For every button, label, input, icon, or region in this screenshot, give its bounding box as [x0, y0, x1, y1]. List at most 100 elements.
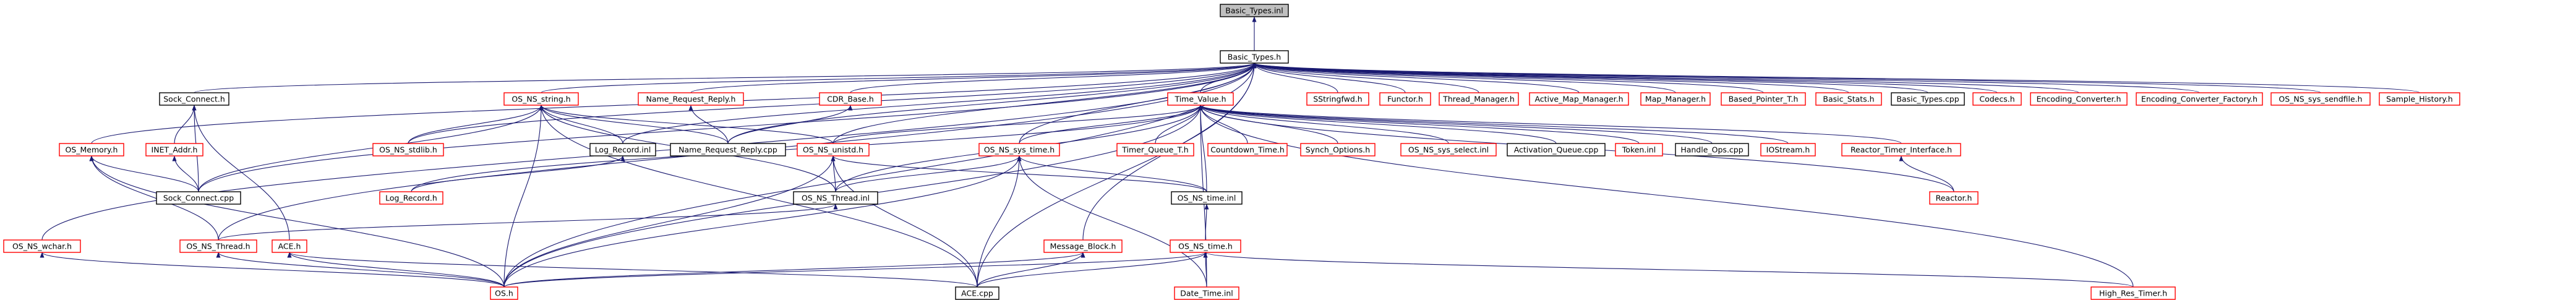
node-os_ns_wchar_h[interactable]: OS_NS_wchar.h	[3, 239, 81, 253]
node-based_pointer_t_h[interactable]: Based_Pointer_T.h	[1721, 92, 1806, 106]
node-box	[638, 92, 744, 106]
node-token_inl[interactable]: Token.inl	[1615, 143, 1663, 156]
node-name_request_reply_cpp[interactable]: Name_Request_Reply.cpp	[670, 143, 786, 156]
node-high_res_timer_h[interactable]: High_Res_Timer.h	[2090, 286, 2176, 300]
node-box	[1167, 92, 1234, 106]
node-reactor_timer_interface_h[interactable]: Reactor_Timer_Interface.h	[1841, 143, 1961, 156]
edge-os_h-to-os_ns_unistd_h	[503, 155, 836, 288]
node-map_manager_h[interactable]: Map_Manager.h	[1640, 92, 1711, 106]
node-os_ns_stdlib_h[interactable]: OS_NS_stdlib.h	[372, 143, 444, 156]
node-box	[1439, 92, 1519, 106]
node-os_ns_time_h[interactable]: OS_NS_time.h	[1170, 239, 1241, 253]
node-cdr_base_h[interactable]: CDR_Base.h	[819, 92, 882, 106]
edge-os_h-to-os_memory_h	[89, 155, 505, 288]
node-box	[1116, 143, 1194, 156]
node-box	[1760, 143, 1816, 156]
node-label: Codecs.h	[1979, 95, 2014, 104]
edge-date_time_inl-to-os_ns_sys_time_h	[1017, 155, 1207, 288]
node-os_ns_unistd_h[interactable]: OS_NS_unistd.h	[797, 143, 870, 156]
node-functor_h[interactable]: Functor.h	[1379, 92, 1431, 106]
edge-iostream_h-to-time_value_h	[1198, 105, 1789, 144]
node-box	[145, 143, 203, 156]
node-active_map_manager_h[interactable]: Active_Map_Manager.h	[1529, 92, 1629, 106]
node-message_block_h[interactable]: Message_Block.h	[1043, 239, 1123, 253]
node-label: Time_Value.h	[1174, 95, 1226, 104]
node-ace_cpp[interactable]: ACE.cpp	[955, 286, 999, 300]
node-box	[490, 286, 518, 300]
node-sock_connect_h[interactable]: Sock_Connect.h	[159, 92, 229, 106]
node-label: OS_NS_Thread.inl	[802, 194, 870, 203]
edge-os_ns_thread_h-to-os_ns_thread_inl	[218, 204, 838, 241]
node-box	[272, 239, 307, 253]
node-box	[793, 191, 878, 205]
node-inet_addr_h[interactable]: INET_Addr.h	[145, 143, 203, 156]
edge-handle_ops_cpp-to-time_value_h	[1198, 105, 1713, 144]
node-countdown_time_h[interactable]: Countdown_Time.h	[1207, 143, 1288, 156]
edge-log_record_inl-to-os_ns_string_h	[539, 105, 623, 144]
node-synch_options_h[interactable]: Synch_Options.h	[1300, 143, 1376, 156]
node-codecs_h[interactable]: Codecs.h	[1972, 92, 2022, 106]
node-label: Based_Pointer_T.h	[1729, 95, 1799, 104]
node-os_ns_sys_select_inl[interactable]: OS_NS_sys_select.inl	[1400, 143, 1497, 156]
node-name_request_reply_h[interactable]: Name_Request_Reply.h	[638, 92, 744, 106]
node-basic_types_h[interactable]: Basic_Types.h	[1220, 50, 1289, 64]
node-label: Sock_Connect.h	[163, 95, 225, 104]
node-box	[156, 191, 241, 205]
node-timer_queue_t_h[interactable]: Timer_Queue_T.h	[1116, 143, 1194, 156]
node-box	[2030, 92, 2128, 106]
node-basic_types_inl[interactable]: Basic_Types.inl	[1220, 4, 1289, 17]
node-sample_history_h[interactable]: Sample_History.h	[2379, 92, 2460, 106]
node-label: OS_Memory.h	[66, 145, 118, 155]
node-sstringfwd_h[interactable]: SStringfwd.h	[1306, 92, 1369, 106]
node-box	[3, 239, 81, 253]
node-box	[1929, 191, 1979, 205]
node-ace_h[interactable]: ACE.h	[272, 239, 307, 253]
node-handle_ops_cpp[interactable]: Handle_Ops.cpp	[1675, 143, 1749, 156]
node-label: Name_Request_Reply.cpp	[678, 145, 777, 155]
node-box	[1300, 143, 1376, 156]
edge-basic_stats_h-to-basic_types_h	[1252, 62, 1849, 93]
node-basic_types_cpp[interactable]: Basic_Types.cpp	[1891, 92, 1965, 106]
node-os_ns_string_h[interactable]: OS_NS_string.h	[503, 92, 579, 106]
node-label: OS_NS_time.h	[1178, 242, 1233, 251]
node-iostream_h[interactable]: IOStream.h	[1760, 143, 1816, 156]
node-box	[2379, 92, 2460, 106]
node-date_time_inl[interactable]: Date_Time.inl	[1174, 286, 1239, 300]
node-os_ns_sys_time_h[interactable]: OS_NS_sys_time.h	[978, 143, 1060, 156]
edge-log_record_h-to-log_record_inl	[411, 155, 625, 192]
node-log_record_h[interactable]: Log_Record.h	[379, 191, 443, 205]
node-box	[670, 143, 786, 156]
node-basic_stats_h[interactable]: Basic_Stats.h	[1815, 92, 1882, 106]
node-reactor_h[interactable]: Reactor.h	[1929, 191, 1979, 205]
node-box	[59, 143, 124, 156]
node-box	[1815, 92, 1882, 106]
edge-os_ns_stdlib_h-to-os_ns_string_h	[408, 105, 544, 144]
node-box	[1721, 92, 1806, 106]
node-os_ns_time_inl[interactable]: OS_NS_time.inl	[1171, 191, 1243, 205]
node-activation_queue_cpp[interactable]: Activation_Queue.cpp	[1507, 143, 1606, 156]
node-label: High_Res_Timer.h	[2099, 289, 2167, 298]
node-os_ns_sys_sendfile_h[interactable]: OS_NS_sys_sendfile.h	[2270, 92, 2371, 106]
node-log_record_inl[interactable]: Log_Record.inl	[589, 143, 656, 156]
edge-os_ns_time_inl-to-os_ns_unistd_h	[831, 155, 1207, 192]
node-box	[1306, 92, 1369, 106]
edge-ace_cpp-to-os_ns_string_h	[539, 105, 978, 288]
node-sock_connect_cpp[interactable]: Sock_Connect.cpp	[156, 191, 241, 205]
edge-os_h-to-ace_h	[287, 252, 505, 288]
node-time_value_h[interactable]: Time_Value.h	[1167, 92, 1234, 106]
node-box	[2270, 92, 2371, 106]
node-box	[797, 143, 870, 156]
node-os_h[interactable]: OS.h	[490, 286, 518, 300]
edge-ace_h-to-sock_connect_h	[192, 105, 290, 241]
node-box	[2090, 286, 2176, 300]
edge-name_request_reply_cpp-to-os_ns_string_h	[539, 105, 729, 144]
edge-active_map_manager_h-to-basic_types_h	[1252, 62, 1580, 93]
node-label: Reactor_Timer_Interface.h	[1851, 145, 1952, 155]
node-os_ns_thread_h[interactable]: OS_NS_Thread.h	[179, 239, 257, 253]
node-encoding_converter_factory_h[interactable]: Encoding_Converter_Factory.h	[2136, 92, 2263, 106]
node-os_ns_thread_inl[interactable]: OS_NS_Thread.inl	[793, 191, 878, 205]
edge-reactor_timer_interface_h-to-time_value_h	[1198, 105, 1902, 144]
node-os_memory_h[interactable]: OS_Memory.h	[59, 143, 124, 156]
node-thread_manager_h[interactable]: Thread_Manager.h	[1439, 92, 1519, 106]
node-encoding_converter_h[interactable]: Encoding_Converter.h	[2030, 92, 2128, 106]
